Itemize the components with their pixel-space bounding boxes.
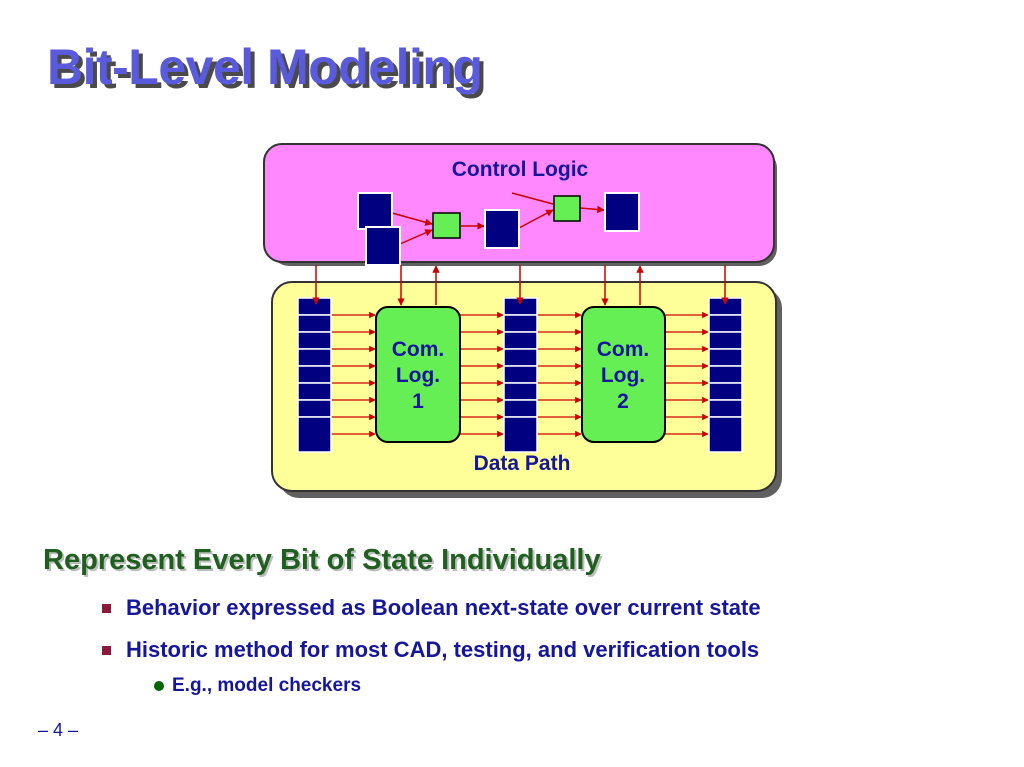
comb-logic-2-line3: 2 (617, 390, 629, 413)
comb-logic-1: Com. Log. 1 (375, 306, 461, 443)
square-bullet-icon (102, 604, 111, 613)
register-bit-cell (503, 365, 538, 384)
register-bit-cell (708, 399, 743, 418)
register-bit-cell (503, 399, 538, 418)
register-bit-cell (708, 382, 743, 401)
register-bit-cell (503, 416, 538, 453)
control-logic-panel: Control Logic (263, 143, 777, 266)
register-columns (297, 297, 743, 453)
page-number: – 4 – (38, 720, 79, 740)
bullet-text: Behavior expressed as Boolean next-state… (126, 595, 761, 620)
register-bit-cell (708, 416, 743, 453)
register-bit-cell (708, 365, 743, 384)
control-register (357, 192, 393, 230)
slide-title: Bit-Level Modeling (47, 39, 483, 95)
register-bit-cell (503, 382, 538, 401)
section-heading: Represent Every Bit of State Individuall… (43, 544, 601, 576)
sub-bullet-item: E.g., model checkers (154, 675, 362, 697)
register-bit-cell (297, 365, 332, 384)
register-bit-cell (708, 314, 743, 333)
register-bit-cell (297, 314, 332, 333)
control-register (365, 226, 401, 266)
sub-bullet-text: E.g., model checkers (172, 675, 362, 696)
comb-logic-2-line1: Com. (597, 338, 650, 361)
comb-logic-2-line2: Log. (601, 364, 645, 387)
register-bit-cell (503, 348, 538, 367)
register-bit-cell (297, 297, 332, 316)
bullet-text: Historic method for most CAD, testing, a… (126, 637, 760, 662)
control-logic-label: Control Logic (452, 158, 589, 181)
register-bit-cell (708, 348, 743, 367)
round-bullet-icon (154, 681, 164, 691)
control-logic-internals (357, 192, 640, 266)
control-gate (432, 212, 461, 239)
register-bit-cell (503, 314, 538, 333)
data-wires (331, 311, 709, 438)
square-bullet-icon (102, 646, 111, 655)
comb-logic-1-line3: 1 (412, 390, 424, 413)
register-bit-cell (503, 331, 538, 350)
register-bit-cell (297, 382, 332, 401)
control-gate (553, 195, 581, 222)
register-bit-cell (297, 331, 332, 350)
register-bit-cell (708, 331, 743, 350)
control-register (484, 209, 520, 249)
comb-logic-2: Com. Log. 2 (581, 306, 666, 443)
register-bit-cell (297, 416, 332, 453)
register-bit-cell (297, 348, 332, 367)
register-bit-cell (297, 399, 332, 418)
control-register (604, 192, 640, 232)
comb-logic-1-line1: Com. (392, 338, 445, 361)
control-wires (312, 265, 729, 306)
comb-logic-1-line2: Log. (396, 364, 440, 387)
bullet-item: Behavior expressed as Boolean next-state… (102, 595, 761, 621)
bullet-item: Historic method for most CAD, testing, a… (102, 637, 760, 663)
data-path-label: Data Path (474, 452, 571, 475)
